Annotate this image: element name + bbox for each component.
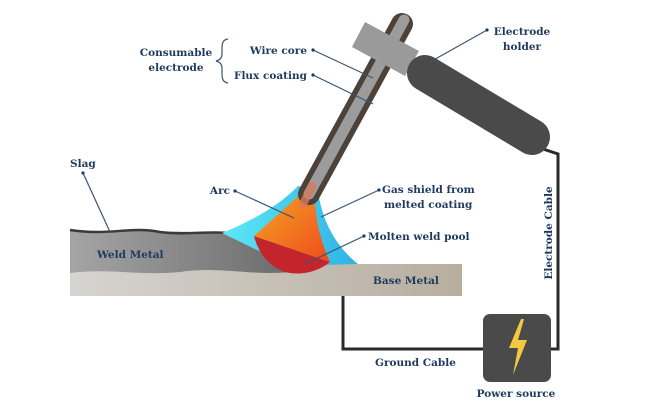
weld-metal xyxy=(70,230,290,274)
holder-clamp xyxy=(352,22,419,76)
label-base-metal: Base Metal xyxy=(373,275,439,287)
label-gas-shield-2: melted coating xyxy=(384,199,473,211)
label-consumable-electrode-2: electrode xyxy=(148,62,203,74)
electrode-holder xyxy=(407,55,550,155)
power-source xyxy=(483,314,551,382)
lightning-bolt-icon xyxy=(509,319,527,375)
label-electrode-holder-2: holder xyxy=(503,41,542,53)
label-molten-weld-pool: Molten weld pool xyxy=(368,231,469,243)
label-ground-cable: Ground Cable xyxy=(375,357,456,369)
label-consumable-electrode-1: Consumable xyxy=(140,47,213,59)
label-electrode-holder-1: Electrode xyxy=(494,26,551,38)
label-slag: Slag xyxy=(70,158,96,170)
label-wire-core: Wire core xyxy=(249,45,307,57)
label-electrode-cable: Electrode Cable xyxy=(543,186,555,280)
electrode-tip-glow xyxy=(299,182,316,208)
label-power-source: Power source xyxy=(477,388,556,400)
arc xyxy=(254,192,330,262)
label-flux-coating: Flux coating xyxy=(234,70,308,82)
label-arc: Arc xyxy=(209,185,230,197)
molten-weld-pool xyxy=(254,236,330,274)
label-gas-shield-1: Gas shield from xyxy=(382,184,475,196)
ground-cable xyxy=(341,292,484,351)
electrode-cable xyxy=(539,146,560,351)
label-weld-metal: Weld Metal xyxy=(96,249,164,261)
brace xyxy=(215,38,229,84)
